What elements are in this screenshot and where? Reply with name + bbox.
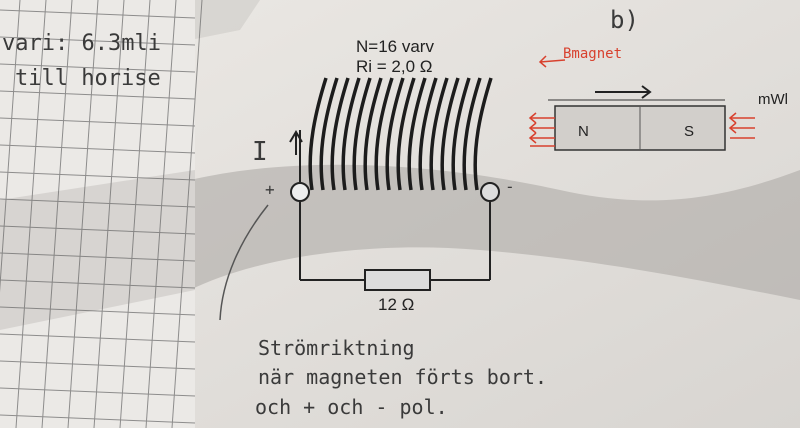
coil-turn: [462, 77, 482, 191]
grid-line: [0, 333, 196, 343]
coil-turn: [363, 77, 383, 191]
magnet-south: S: [684, 123, 694, 140]
coil-turn: [473, 77, 493, 191]
grid-line: [0, 36, 196, 46]
grid-line: [0, 360, 196, 370]
grid-sheet: [0, 0, 203, 428]
grid-line: [0, 144, 196, 154]
shadow-band: [190, 164, 800, 300]
field-arrows-icon: [528, 55, 755, 147]
grid-line: [0, 198, 196, 208]
grid-line: [0, 9, 196, 19]
bar-magnet: [548, 99, 726, 151]
plus-terminal: [290, 182, 310, 202]
motion-arrow-icon: [595, 85, 652, 99]
b-field-label: Bmagnet: [563, 46, 622, 62]
coil-turn: [396, 77, 416, 191]
coil-turn: [374, 77, 394, 191]
coil-turn: [330, 77, 350, 191]
grid-line: [0, 63, 196, 73]
minus-sign: -: [505, 177, 515, 196]
sheet-line-2: till horise: [15, 66, 161, 91]
grid-line: [93, 0, 125, 428]
coil: [308, 77, 493, 191]
current-arrow-icon: [289, 130, 303, 155]
grid-line: [0, 252, 196, 262]
internal-resistance-label: Ri = 2,0 Ω: [356, 57, 433, 76]
grid-line: [0, 0, 21, 293]
note-line-1: Strömriktning: [258, 336, 415, 360]
grid-line: [0, 225, 196, 235]
grid-line: [41, 0, 73, 428]
grid-line: [67, 0, 99, 428]
grid-line: [0, 279, 196, 289]
shadow-top: [190, 0, 260, 40]
coil-turn: [440, 77, 460, 191]
turns-label: N=16 varv: [356, 37, 434, 56]
pencil-curve: [219, 204, 269, 321]
coil-turn: [308, 77, 328, 191]
plus-sign: +: [265, 180, 275, 199]
coil-turn: [407, 77, 427, 191]
part-label: b): [610, 6, 639, 34]
grid-line: [0, 90, 196, 100]
grid-line: [15, 0, 47, 428]
grid-line: [0, 306, 196, 316]
coil-turn: [429, 77, 449, 191]
note-line-2: när magneten förts bort.: [258, 365, 547, 389]
grid-line: [119, 0, 151, 428]
sheet-line-1: vari: 6.3mli: [2, 31, 161, 56]
coil-turn: [418, 77, 438, 191]
resistor-label: 12 Ω: [378, 295, 414, 314]
grid-line: [0, 171, 196, 181]
coil-turn: [451, 77, 471, 191]
grid-line: [0, 387, 196, 397]
minus-terminal: [480, 182, 500, 202]
grid-line: [171, 0, 203, 428]
coil-turn: [341, 77, 361, 191]
coil-turn: [385, 77, 405, 191]
current-label: I: [252, 137, 268, 167]
grid-line: [0, 414, 196, 424]
coil-turn: [319, 77, 339, 191]
grid-line: [0, 117, 196, 127]
note-line-3: och + och - pol.: [255, 395, 448, 419]
resistor: [364, 269, 431, 291]
magnet-north: N: [578, 123, 589, 140]
coil-turn: [352, 77, 372, 191]
edge-text: mWl: [758, 91, 788, 108]
